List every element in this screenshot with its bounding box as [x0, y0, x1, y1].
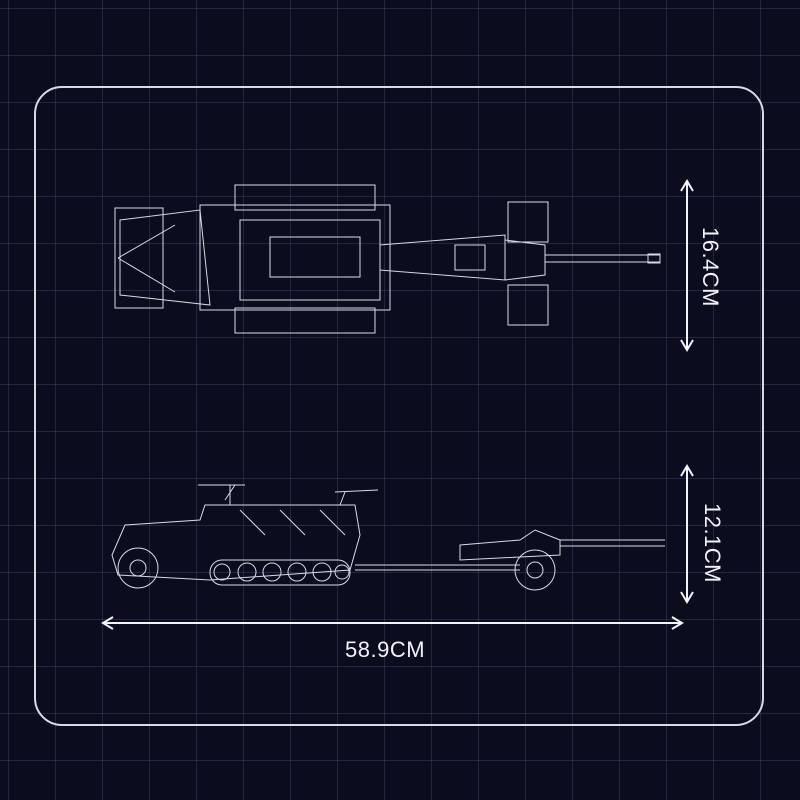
top-view-drawing: [114, 184, 661, 334]
diagram-frame: [34, 86, 764, 726]
dimension-arrows: [101, 179, 694, 630]
height-label: 12.1CM: [700, 502, 726, 584]
width-label: 16.4CM: [698, 226, 724, 308]
length-label: 58.9CM: [345, 637, 426, 662]
side-view-drawing: [111, 484, 665, 591]
